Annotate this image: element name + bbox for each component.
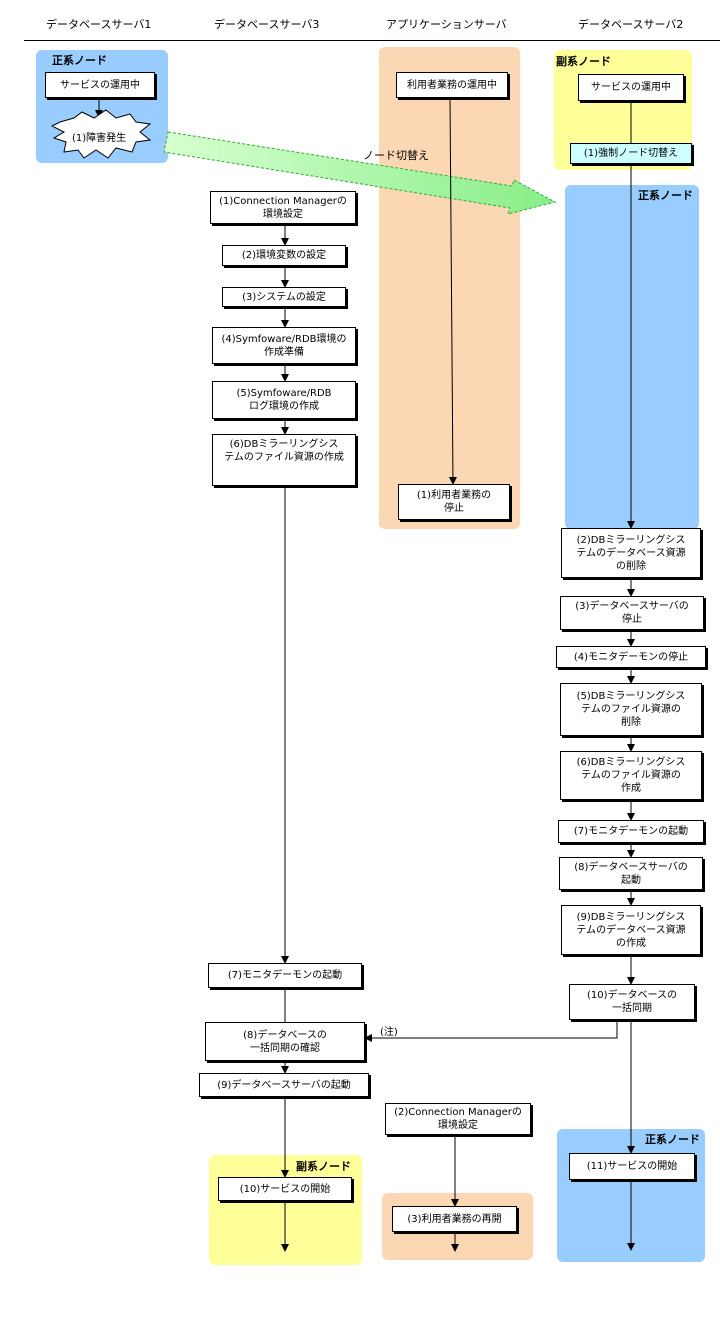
db2-step-4: (4)モニタデーモンの停止 — [556, 646, 706, 668]
db3-step-3: (3)システムの設定 — [222, 287, 346, 307]
db3-step-9: (9)データベースサーバの起動 — [199, 1073, 369, 1097]
db3-step-1: (1)Connection Managerの 環境設定 — [210, 191, 356, 224]
db2-primary-region — [565, 185, 699, 529]
app-stop: (1)利用者業務の 停止 — [398, 484, 510, 520]
db3-step-5: (5)Symfoware/RDB ログ環境の作成 — [212, 381, 356, 419]
column-header-db2: データベースサーバ2 — [578, 18, 684, 31]
db2-step-8: (8)データベースサーバの 起動 — [559, 857, 703, 890]
db2-step-5: (5)DBミラーリングシス テムのファイル資源の 削除 — [560, 683, 702, 736]
db1-service-running: サービスの運用中 — [45, 72, 155, 98]
app-running: 利用者業務の運用中 — [396, 72, 508, 98]
app-cm-setup: (2)Connection Managerの 環境設定 — [385, 1103, 531, 1135]
db2-service-running: サービスの運用中 — [578, 74, 684, 101]
app-resume: (3)利用者業務の再開 — [392, 1206, 517, 1232]
db3-step-4: (4)Symfoware/RDB環境の 作成準備 — [212, 327, 356, 364]
db2-primary-label: 正系ノード — [638, 189, 693, 202]
db3-step-2: (2)環境変数の設定 — [222, 245, 346, 266]
db3-step-8: (8)データベースの 一括同期の確認 — [205, 1022, 365, 1061]
db2-step-3: (3)データベースサーバの 停止 — [560, 596, 704, 630]
db2-step-6: (6)DBミラーリングシス テムのファイル資源の 作成 — [560, 751, 702, 800]
app-region-top — [379, 47, 520, 529]
db2-step-2: (2)DBミラーリングシス テムのデータベース資源 の削除 — [561, 528, 701, 578]
db2-step-9: (9)DBミラーリングシス テムのデータベース資源 の作成 — [561, 905, 701, 955]
db2-step-11: (11)サービスの開始 — [569, 1153, 695, 1180]
db2-step-10: (10)データベースの 一括同期 — [569, 984, 695, 1020]
db1-primary-label: 正系ノード — [52, 54, 107, 67]
db2-step-7: (7)モニタデーモンの起動 — [558, 820, 704, 843]
db2-primary-end-label: 正系ノード — [645, 1133, 700, 1146]
note-label: (注) — [380, 1027, 398, 1038]
db2-secondary-label: 副系ノード — [556, 55, 611, 68]
db3-secondary-label: 副系ノード — [296, 1160, 351, 1173]
header-divider — [24, 40, 720, 41]
db1-failure-label: (1)障害発生 — [72, 133, 127, 144]
db3-step-10: (10)サービスの開始 — [218, 1177, 352, 1201]
db3-step-7: (7)モニタデーモンの起動 — [208, 963, 362, 988]
column-header-db3: データベースサーバ3 — [214, 18, 320, 31]
db3-step-6: (6)DBミラーリングシス テムのファイル資源の作成 — [212, 434, 356, 486]
node-switch-arrow — [163, 131, 557, 215]
column-header-db1: データベースサーバ1 — [46, 18, 152, 31]
db2-forced-switch: (1)強制ノード切替え — [570, 143, 692, 164]
column-header-app: アプリケーションサーバ — [386, 18, 507, 31]
node-switch-label: ノード切替え — [363, 149, 429, 162]
failure-burst — [50, 109, 152, 159]
